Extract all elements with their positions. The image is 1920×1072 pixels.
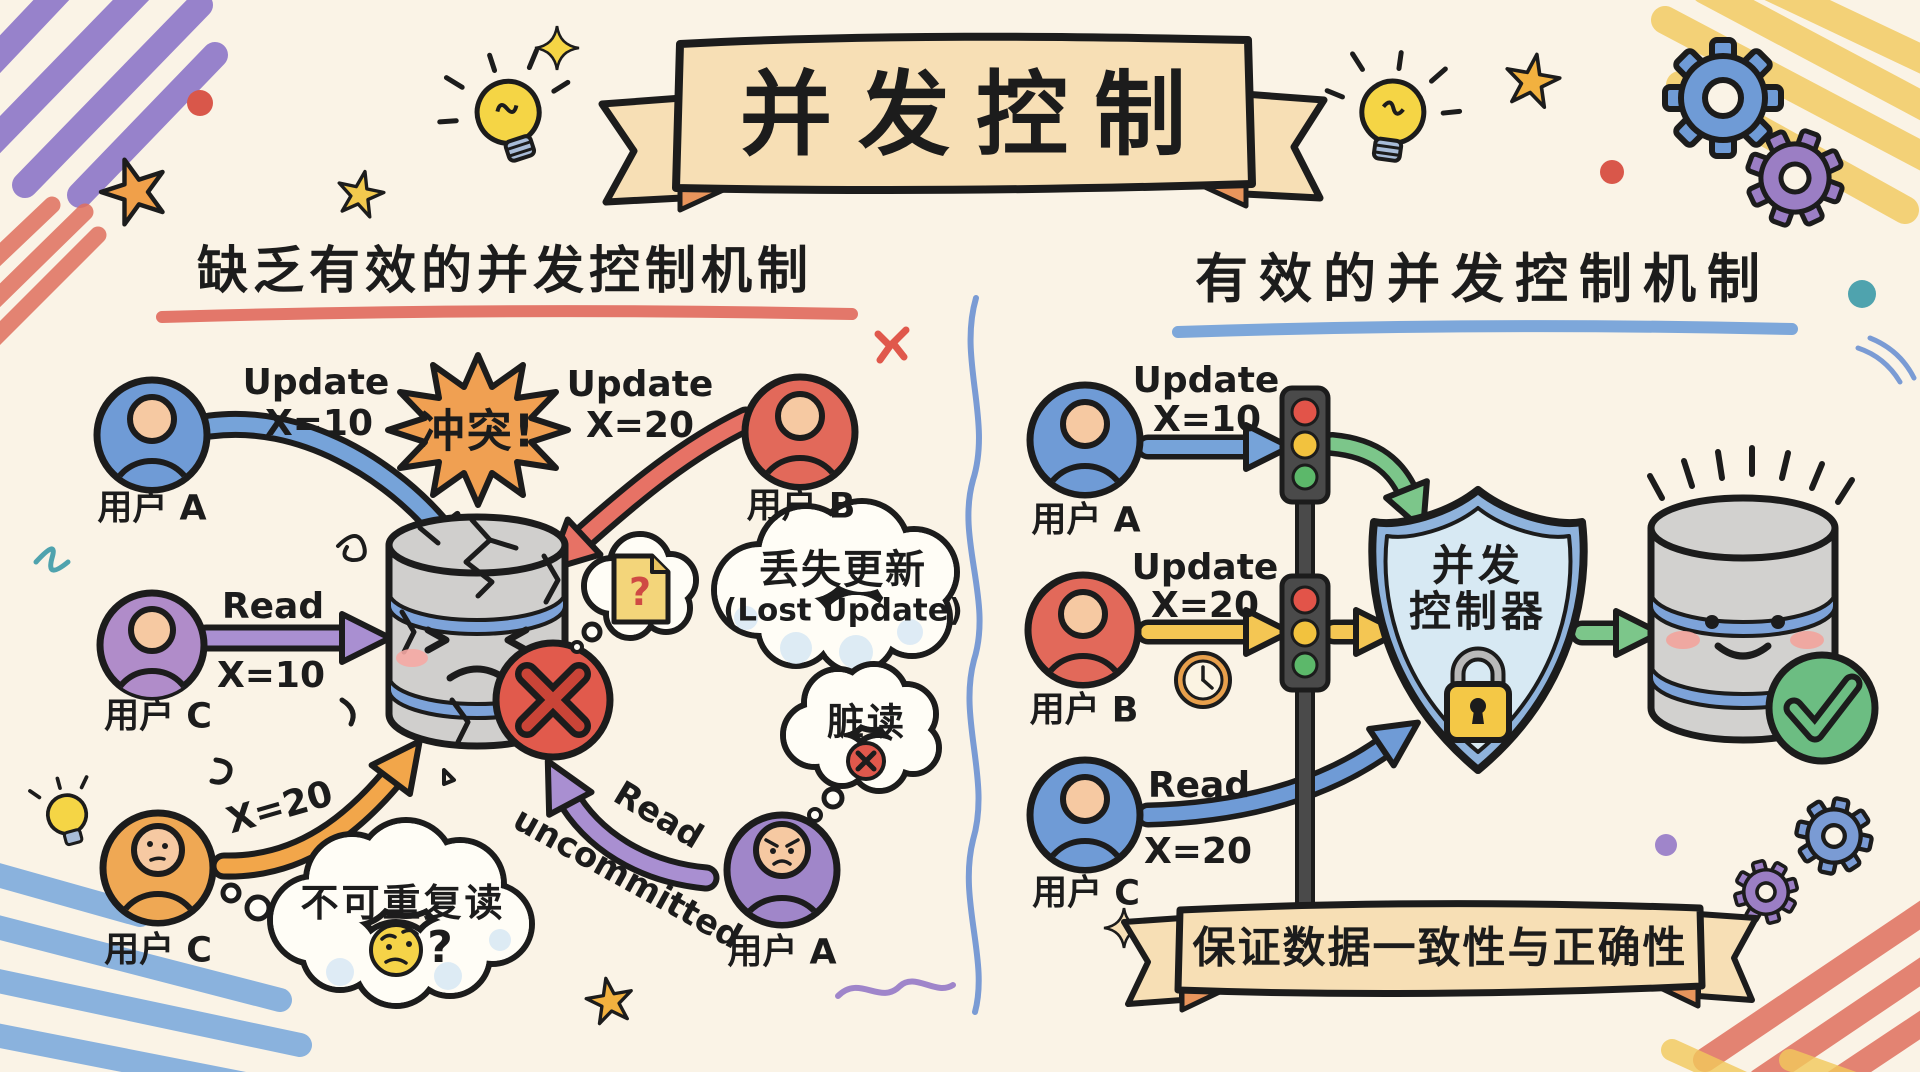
clock-icon [1174, 651, 1232, 709]
bottom-banner-label: 保证数据一致性与正确性 [1192, 923, 1688, 974]
underline-right-blue [1172, 320, 1798, 338]
lightbulb-small-left-icon [28, 775, 89, 847]
left-user-a-label: 用户 A [97, 488, 207, 529]
right-user-a-value: X=10 [1152, 399, 1262, 441]
avatar-user-b-right [1024, 571, 1142, 689]
avatar-user-a-right [1026, 381, 1144, 499]
avatar-user-a-top [93, 376, 211, 494]
left-user-c-value: X=10 [216, 655, 326, 697]
left-user-b-label: 用户 B [746, 486, 856, 527]
lock-icon [1444, 646, 1512, 743]
conflict-label: 冲突! [419, 404, 537, 458]
database-happy-face [1666, 615, 1824, 660]
scribble-left-red [0, 196, 107, 346]
squiggle-left-small [209, 757, 233, 785]
title-banner [598, 32, 1328, 213]
arrow-read-x20-right [1135, 719, 1421, 828]
star-yellow-left-icon [337, 169, 386, 219]
bottom-banner [1121, 900, 1759, 1013]
dot-red-top-right [1600, 160, 1624, 184]
underline-left-red [156, 305, 858, 323]
star-orange-bottom-icon [584, 976, 633, 1026]
right-section-heading: 有效的并发控制机制 [1195, 249, 1771, 311]
star-orange-left-icon [98, 157, 165, 227]
squiggle-db-bottom [339, 697, 356, 727]
left-user-c-action: Read [221, 586, 325, 628]
doc-question-label: ? [628, 570, 652, 615]
question-doc-bubble [570, 531, 699, 654]
avatar-user-b [741, 373, 859, 491]
non-repeatable-label: 不可重复读 [300, 881, 506, 926]
question-doc-icon [611, 553, 671, 625]
arrow-update-x10-right [1135, 422, 1293, 472]
database-healthy [1647, 445, 1879, 765]
avatar-user-c-mid [96, 589, 208, 701]
non-repeatable-question-label: ? [427, 921, 453, 973]
arrow-read-x10-left [192, 611, 393, 665]
left-user-a-bottom-label: 用户 A [727, 932, 837, 973]
arrow-read-uncommitted-left [544, 758, 720, 892]
avatar-user-a-bottom-angry [723, 811, 841, 929]
left-user-b-action: Update [566, 364, 714, 406]
left-user-a-action: Update [242, 362, 390, 404]
conflict-starburst [385, 352, 571, 508]
shield-label-line1: 并发 [1431, 540, 1525, 590]
anger-mark-icon [874, 326, 910, 364]
right-user-c-action: Read [1147, 765, 1251, 807]
dot-red-top-left [187, 90, 213, 116]
lost-update-cloud [711, 498, 960, 675]
left-user-c-bottom-label: 用户 C [104, 930, 212, 971]
arrow-update-x20-right [1135, 607, 1293, 657]
left-user-b-value: X=20 [585, 405, 695, 447]
section-divider [965, 295, 983, 1015]
right-user-b-label: 用户 B [1029, 690, 1139, 731]
squiggle-teal-left [33, 546, 71, 573]
gear-blue-top-icon [1662, 37, 1784, 159]
dot-purple-right [1655, 834, 1677, 856]
traffic-pole [1295, 493, 1315, 932]
error-x-icon [492, 639, 614, 761]
right-user-c-label: 用户 C [1032, 873, 1140, 914]
traffic-light-bottom-icon [1279, 573, 1331, 693]
traffic-light-top-icon [1279, 385, 1331, 505]
right-user-a-action: Update [1132, 360, 1280, 402]
arrow-green-to-database [1569, 608, 1663, 658]
non-repeatable-cloud [220, 817, 535, 1009]
avatar-user-c-bottom [99, 809, 217, 927]
sparkle-top-icon [534, 25, 580, 71]
arrow-x20-orange-left [210, 738, 423, 880]
scribble-bottom-left-blue [0, 863, 312, 1072]
dirty-read-x-icon [846, 741, 886, 781]
dirty-read-bubble [780, 661, 942, 823]
concurrency-shield [1368, 486, 1588, 774]
page-title: 并发控制 [739, 61, 1213, 169]
lightbulb-left-icon [437, 48, 571, 163]
scribble-bottom-right-yellow [1661, 1039, 1857, 1072]
right-user-a-label: 用户 A [1031, 500, 1141, 541]
right-user-b-value: X=20 [1150, 585, 1260, 627]
shield-label-line2: 控制器 [1408, 586, 1548, 636]
curves-blue-right [1855, 335, 1917, 385]
squiggle-spiral-db [336, 534, 367, 563]
dirty-read-label: 脏读 [827, 700, 907, 744]
lightbulb-right-icon [1324, 50, 1463, 163]
gear-purple-top-icon [1745, 128, 1845, 228]
dot-teal-right [1848, 280, 1876, 308]
scribble-top-left-purple [0, 0, 228, 208]
lost-update-en-label: (Lost Update) [723, 592, 963, 629]
cursor-mark [442, 768, 456, 786]
left-section-heading: 缺乏有效的并发控制机制 [196, 242, 814, 302]
confused-emoji-icon [369, 923, 423, 977]
right-user-c-value: X=20 [1143, 831, 1253, 873]
left-user-c-mid-label: 用户 C [104, 696, 212, 737]
right-user-b-action: Update [1131, 547, 1279, 589]
squiggle-purple-bottom [835, 978, 956, 999]
avatar-user-c-right [1026, 756, 1144, 874]
gear-blue-bottom-icon [1794, 796, 1874, 876]
left-user-a-value: X=10 [264, 403, 374, 445]
lost-update-zh-label: 丢失更新 [759, 547, 927, 593]
star-yellow-right-icon [1505, 52, 1562, 109]
check-icon [1765, 651, 1879, 765]
